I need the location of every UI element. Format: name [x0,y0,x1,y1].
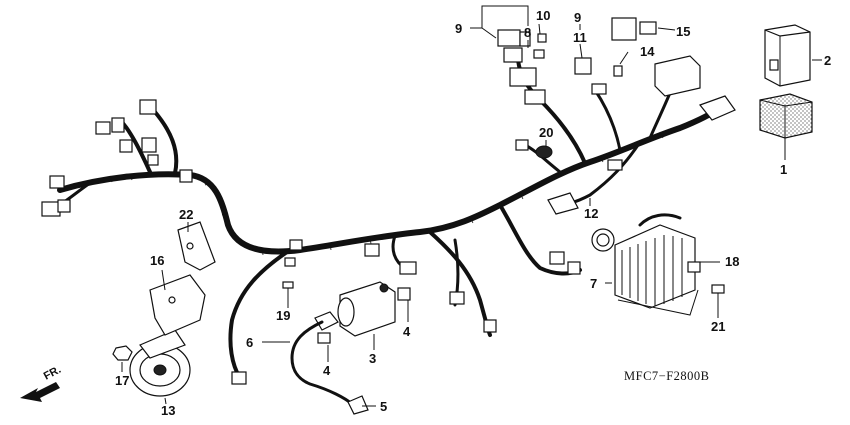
relay-14 [611,17,637,77]
cap-4-upper [397,287,411,301]
direction-label: FR. [42,364,63,383]
bolt-21 [711,284,725,302]
callout-labels: 1 2 3 4 4 5 6 7 8 9 9 10 11 12 13 14 15 … [115,8,831,418]
callout-8: 8 [524,25,531,40]
headlight-connector-cluster [41,99,193,217]
callout-13: 13 [161,403,175,418]
callout-7: 7 [590,276,597,291]
callout-4a: 4 [403,324,411,339]
front-direction-arrow [20,382,60,402]
callout-2: 2 [824,53,831,68]
nut-17 [112,345,133,361]
callout-16: 16 [150,253,164,268]
connector-12-area [547,159,623,215]
callout-5: 5 [380,399,387,414]
regulator-rectifier-7 [591,213,696,309]
callout-6: 6 [246,335,253,350]
harness-connectors-misc [231,83,607,385]
bracket-16 [149,274,206,336]
starter-solenoid-3 [314,281,396,337]
harness-tape-marks [109,131,664,256]
horn-13 [129,329,191,397]
grommet-20 [535,145,553,159]
callout-19: 19 [276,308,290,323]
connector-block-right [654,55,736,121]
leader-lines [121,5,822,407]
callout-9b: 9 [574,10,581,25]
callout-18: 18 [725,254,739,269]
callout-4b: 4 [323,363,331,378]
callout-1: 1 [780,162,787,177]
callout-10: 10 [536,8,550,23]
clip-18 [687,261,701,273]
callout-11: 11 [573,30,587,45]
connector-8-9-10 [497,29,547,105]
drawing-code: MFC7−F2800B [624,369,710,383]
callout-21: 21 [711,319,725,334]
connector-15 [639,21,657,35]
callout-17: 17 [115,373,129,388]
callout-14: 14 [640,44,655,59]
bolt-19 [282,281,294,300]
connector-11 [574,57,592,75]
control-unit-2 [764,24,811,87]
callout-20: 20 [539,125,553,140]
starter-cable-6 [290,320,354,406]
bracket-22 [177,221,216,271]
callout-9a: 9 [455,21,462,36]
callout-15: 15 [676,24,690,39]
callout-12: 12 [584,206,598,221]
rubber-holder-1 [759,93,813,139]
main-wire-harness [57,58,725,380]
callout-22: 22 [179,207,193,222]
callout-3: 3 [369,351,376,366]
cap-4-lower [317,332,331,344]
cap-5 [347,395,369,415]
